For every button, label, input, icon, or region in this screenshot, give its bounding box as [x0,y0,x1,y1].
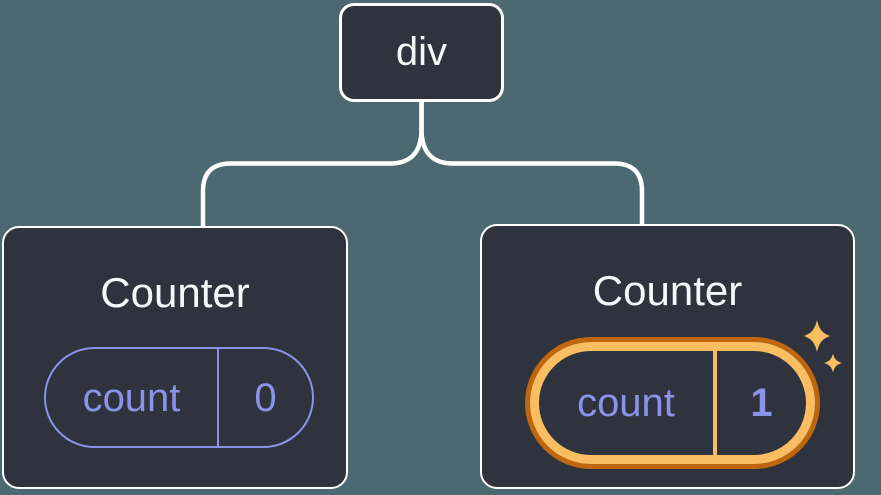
state-pill-divider [217,349,219,446]
counter-title: Counter [592,267,743,314]
counter-card-left: Counter count 0 [2,226,348,489]
root-node-label: div [395,30,448,74]
state-value: 0 [254,375,277,420]
state-key-cell: count [539,351,713,455]
state-value-cell: 0 [219,349,312,446]
state-pill-highlighted: count 1 [530,342,815,464]
state-key-cell: count [46,349,217,446]
counter-card-right: Counter count 1 [480,224,855,489]
state-pill-divider [713,351,717,455]
state-pill: count 0 [44,347,314,448]
sparkles-icon [804,320,842,373]
state-value: 1 [750,381,773,425]
state-key-label: count [82,375,181,420]
counter-title: Counter [100,269,250,316]
state-key-label: count [577,381,675,425]
state-value-cell: 1 [717,351,806,455]
root-node-div: div [339,3,504,102]
